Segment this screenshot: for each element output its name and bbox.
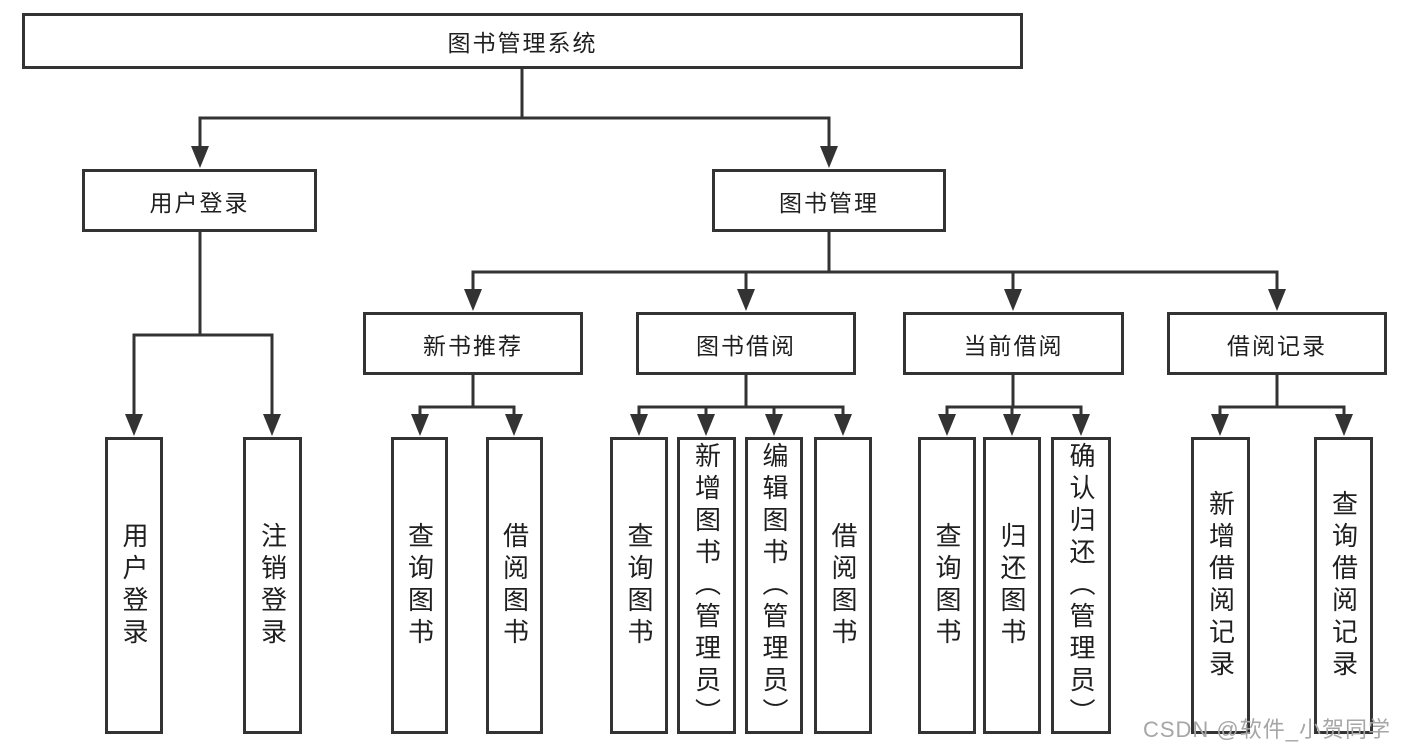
node-new-book-recommend: 新书推荐 xyxy=(363,312,583,375)
leaf-borrow-borrow-books: 借阅图书 xyxy=(814,437,872,734)
node-book-management: 图书管理 xyxy=(712,169,946,232)
node-book-borrowing: 图书借阅 xyxy=(636,312,856,375)
leaf-current-query-books: 查询图书 xyxy=(918,437,976,734)
node-borrowing-records: 借阅记录 xyxy=(1167,312,1387,375)
leaf-user-login: 用户登录 xyxy=(105,437,163,734)
leaf-recommend-query-books: 查询图书 xyxy=(391,437,448,734)
leaf-borrow-query-books: 查询图书 xyxy=(610,437,668,734)
node-current-borrowing: 当前借阅 xyxy=(903,312,1124,375)
leaf-records-query-record: 查询借阅记录 xyxy=(1314,437,1373,734)
leaf-records-add-record: 新增借阅记录 xyxy=(1191,437,1250,734)
leaf-borrow-edit-books-admin: 编辑图书（管理员） xyxy=(745,437,803,734)
leaf-recommend-borrow-books: 借阅图书 xyxy=(486,437,543,734)
leaf-current-confirm-return-admin: 确认归还（管理员） xyxy=(1051,437,1111,734)
node-system-root: 图书管理系统 xyxy=(22,13,1023,69)
csdn-watermark: CSDN @软件_小贺同学 xyxy=(1142,717,1391,742)
node-user-login: 用户登录 xyxy=(82,169,317,232)
leaf-logout: 注销登录 xyxy=(243,437,302,734)
leaf-borrow-add-books-admin: 新增图书（管理员） xyxy=(677,437,736,734)
leaf-current-return-books: 归还图书 xyxy=(983,437,1041,734)
